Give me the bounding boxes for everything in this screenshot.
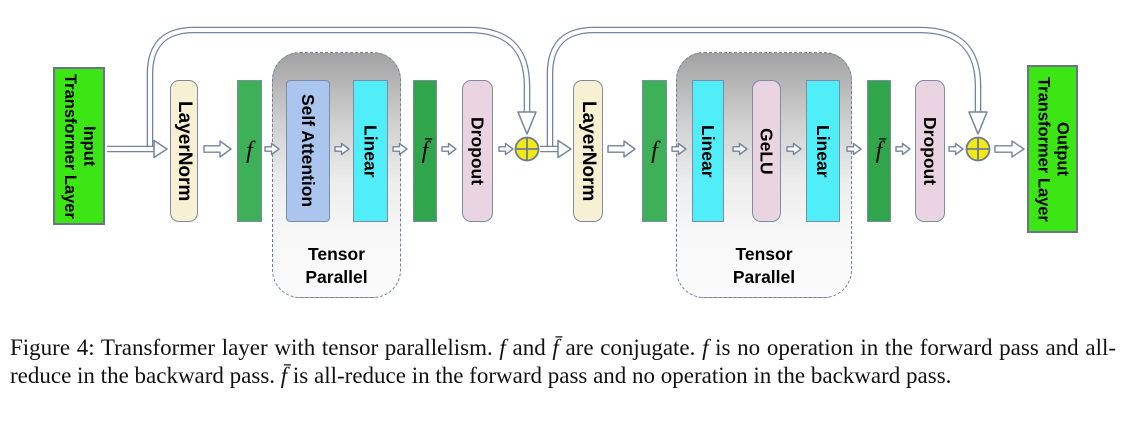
residual-add-2: [965, 136, 991, 162]
fbar-2-label: f̄: [875, 137, 883, 164]
residual-add-1: [514, 136, 540, 162]
arrow-fbar2-dropout2: [895, 142, 911, 156]
linear-2b-box: Linear: [806, 80, 840, 222]
arrow-dropout1-add1: [498, 142, 514, 156]
caption-text: Figure 4: Transformer layer with tensor …: [10, 335, 500, 360]
fbar-1-label: f̄: [421, 137, 429, 164]
linear-1-box: Linear: [353, 80, 388, 222]
arrow-add2-output: [994, 140, 1025, 158]
f-1-label: f: [246, 137, 253, 164]
caption-fbar-italic: f̄: [552, 335, 559, 360]
skip-1-arrowhead-icon: [517, 111, 537, 135]
f-2-box: f: [642, 80, 667, 222]
caption-f-italic: f: [499, 335, 506, 360]
linear-2b-label: Linear: [813, 124, 834, 178]
arrow-gelu-linear2b: [786, 142, 802, 156]
caption-text: is all-reduce in the forward pass and no…: [287, 362, 952, 388]
arrow-fbar1-dropout1: [441, 142, 457, 156]
gelu-label: GeLU: [756, 127, 777, 175]
f-2-label: f: [651, 137, 658, 164]
layernorm-2-label: LayerNorm: [577, 100, 599, 202]
fbar-1-box: f̄: [413, 80, 437, 222]
arrow-linear1-fbar1: [392, 142, 408, 156]
arrow-f1-selfattention: [264, 142, 280, 156]
arrow-dropout2-add2: [948, 142, 964, 156]
caption-fbar-italic: f̄: [280, 362, 288, 388]
layernorm-1-label: LayerNorm: [173, 100, 195, 202]
arrow-linear2b-fbar2: [846, 142, 862, 156]
add1-to-layernorm2-arrow: [540, 139, 572, 159]
gelu-box: GeLU: [752, 80, 781, 222]
tensor-parallel-label-2: Tensor Parallel: [732, 244, 796, 287]
tensor-parallel-label-1: Tensor Parallel: [305, 244, 368, 287]
transformer-layer-input-box: Transformer Layer Input: [53, 67, 105, 225]
skip-2-pipe-inner: [548, 28, 980, 150]
linear-2a-box: Linear: [692, 80, 724, 222]
f-1-box: f: [237, 80, 262, 222]
dropout-2-box: Dropout: [915, 80, 945, 222]
caption-f-italic: f: [702, 335, 709, 360]
linear-1-label: Linear: [360, 124, 381, 178]
dropout-1-label: Dropout: [467, 116, 488, 186]
caption-text: are conjugate.: [558, 335, 703, 360]
dropout-1-box: Dropout: [462, 80, 493, 222]
figure-caption: Figure 4: Transformer layer with tensor …: [10, 334, 1116, 389]
dropout-2-label: Dropout: [920, 116, 941, 186]
self-attention-label: Self Attention: [298, 94, 319, 208]
fbar-2-box: f̄: [867, 80, 891, 222]
layernorm-1-box: LayerNorm: [170, 80, 198, 222]
self-attention-box: Self Attention: [286, 80, 330, 222]
arrow-f2-linear2a: [671, 142, 687, 156]
arrow-linear2a-gelu: [732, 142, 748, 156]
input-to-layernorm-arrow: [107, 139, 168, 159]
output-box-label: Transformer Layer Output: [1034, 76, 1072, 222]
connector-layer: [107, 26, 1025, 162]
skip-2-arrowhead-icon: [968, 111, 988, 135]
arrow-layernorm1-f1: [203, 140, 232, 158]
skip-connection-2: [546, 26, 988, 150]
arrow-selfattention-linear1: [334, 142, 350, 156]
arrow-layernorm2-f2: [607, 140, 636, 158]
caption-text: is no operation in the forward pass and …: [10, 335, 1117, 388]
input-arrowhead-icon: [153, 139, 168, 159]
skip-connection-1: [146, 26, 537, 150]
skip-1-pipe-inner: [148, 28, 529, 150]
layernorm-2-box: LayerNorm: [573, 80, 603, 222]
caption-text: and: [505, 335, 553, 360]
linear-2a-label: Linear: [698, 124, 719, 178]
mid-arrowhead-icon: [557, 139, 572, 159]
input-box-label: Transformer Layer Input: [61, 73, 98, 219]
transformer-layer-output-box: Transformer Layer Output: [1027, 65, 1078, 233]
